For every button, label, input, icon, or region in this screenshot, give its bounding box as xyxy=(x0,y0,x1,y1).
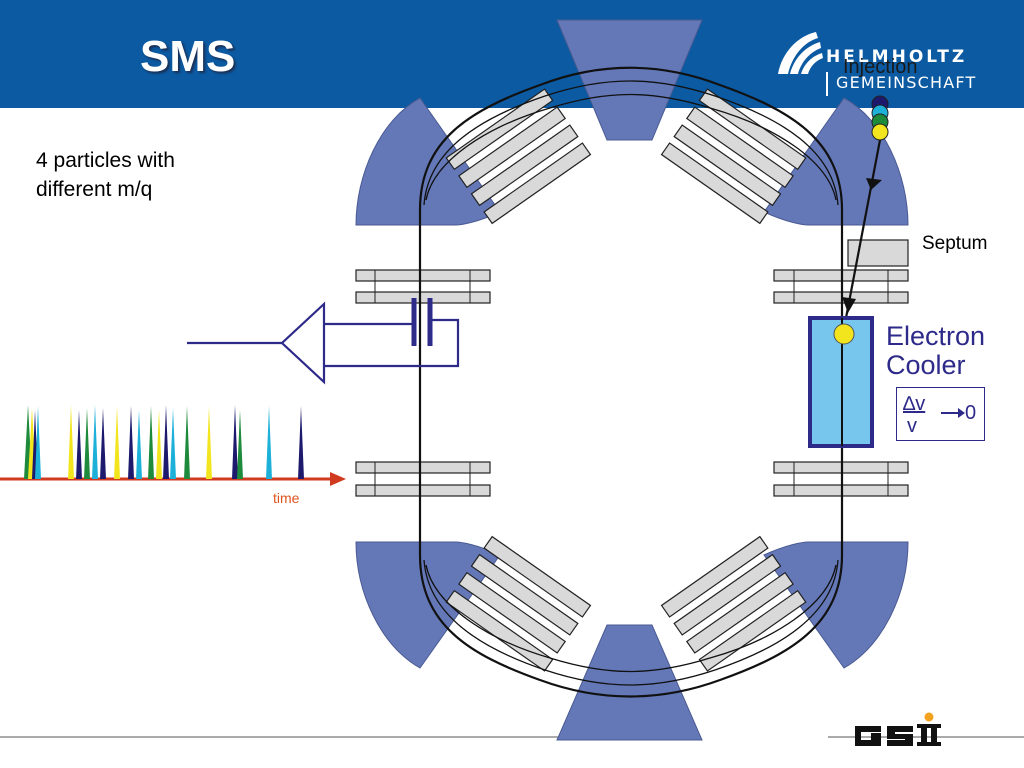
dipole-top xyxy=(556,19,703,141)
dipole-lower-right xyxy=(763,541,909,669)
formula-result: 0 xyxy=(965,402,977,424)
gsi-logo-icon xyxy=(855,712,965,746)
septum-label: Septum xyxy=(922,233,988,254)
dipole-lower-left xyxy=(355,541,501,669)
dipole-upper-left xyxy=(355,97,501,226)
particles-note: 4 particles with different m/q xyxy=(36,149,175,201)
helmholtz-wave-icon xyxy=(778,32,823,74)
formula-numerator: ∆v xyxy=(903,393,926,415)
beam-orbits xyxy=(418,66,844,698)
slide-title: SMS xyxy=(140,32,236,81)
header-band xyxy=(0,0,1024,108)
formula-arrow-icon xyxy=(941,408,965,418)
schottky-pickup xyxy=(187,298,460,385)
helmholtz-wordmark-line1: HELMHOLTZ xyxy=(826,47,968,67)
dipole-magnets xyxy=(355,19,909,741)
injection-particles xyxy=(871,95,889,141)
electron-cooler-label: Electron Cooler xyxy=(886,321,986,380)
spectrum-peaks xyxy=(24,405,304,479)
formula-denominator: v xyxy=(907,415,917,437)
time-axis-label: time xyxy=(273,490,300,506)
cooling-formula: ∆v v 0 xyxy=(896,387,985,441)
injection-label: Injection xyxy=(843,56,918,78)
logo-divider xyxy=(826,72,828,96)
helmholtz-wordmark-line2: GEMEINSCHAFT xyxy=(836,73,977,92)
injection-path xyxy=(844,139,882,319)
cooled-particle xyxy=(833,323,855,345)
dipole-bottom xyxy=(556,624,703,741)
